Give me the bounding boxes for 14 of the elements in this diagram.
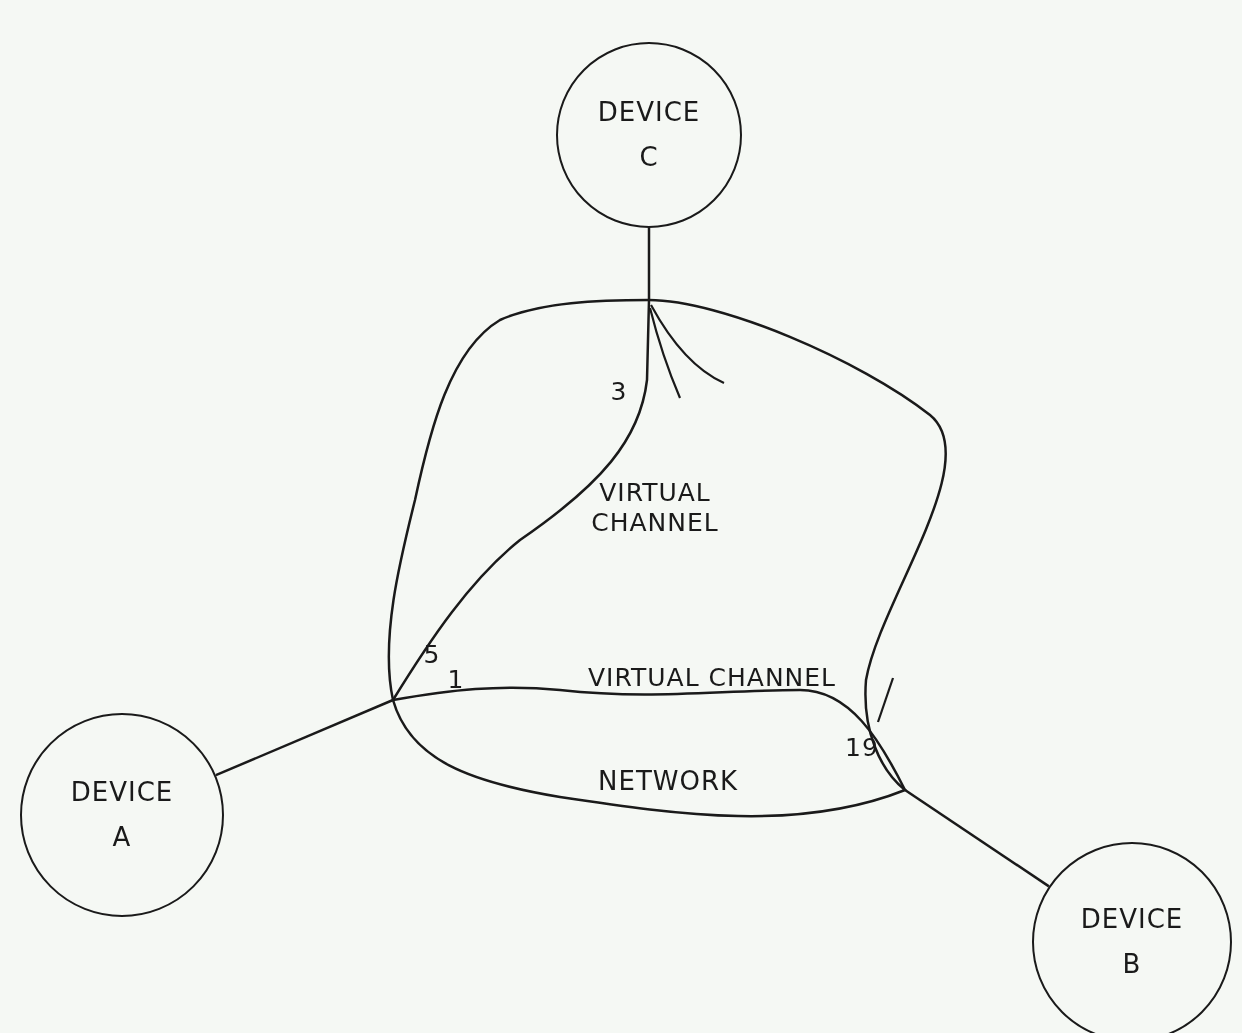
- channel-number: 3: [610, 377, 628, 407]
- device-circle: [1032, 842, 1232, 1033]
- device-circle: [20, 713, 224, 917]
- network-label: NETWORK: [598, 766, 739, 798]
- channel-number: 1: [447, 665, 465, 695]
- device-circle: [556, 42, 742, 228]
- device-label: DEVICE B: [1079, 902, 1185, 981]
- connection-line: [215, 698, 394, 777]
- channel-label: VIRTUAL CHANNEL: [590, 478, 720, 538]
- device-label: DEVICE C: [596, 95, 702, 174]
- connection-line: [647, 228, 651, 300]
- connection-line: [904, 788, 1050, 888]
- channel-label: VIRTUAL CHANNEL: [587, 663, 837, 693]
- device-label: DEVICE A: [69, 775, 175, 854]
